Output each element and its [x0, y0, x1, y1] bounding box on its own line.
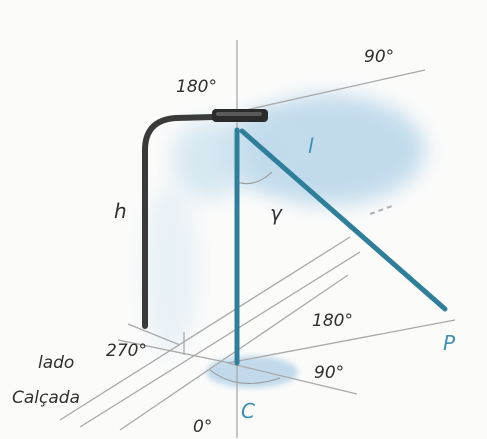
label-0: 0°	[193, 417, 212, 437]
diagram-labels: 180° 90° h γ l 180° 90° 270° 0° P C lado…	[12, 47, 456, 437]
lower-90-line	[227, 362, 358, 395]
label-top-90: 90°	[364, 47, 394, 67]
label-point-c: C	[241, 399, 255, 423]
base-line-2	[117, 339, 231, 364]
pole-arm	[142, 114, 217, 329]
label-270: 270°	[106, 341, 147, 361]
label-distance-l: l	[308, 134, 314, 158]
lower-azimuth-line	[227, 319, 456, 364]
distance-line-l	[239, 128, 448, 312]
base-line-1	[127, 323, 181, 346]
label-gamma: γ	[270, 201, 283, 225]
label-height-h: h	[114, 199, 127, 223]
angle-arcs	[209, 171, 281, 384]
label-bottom-90: 90°	[314, 363, 344, 383]
road-edge-line-3	[119, 274, 349, 431]
upper-azimuth-line	[245, 69, 426, 111]
label-point-p: P	[443, 331, 456, 355]
luminaire-highlight	[216, 112, 262, 116]
gamma-arc	[236, 171, 273, 185]
label-top-180: 180°	[176, 77, 217, 97]
lamp-pole	[142, 109, 268, 329]
road-center-mark	[369, 205, 393, 215]
measurement-lines	[234, 127, 448, 366]
base-arc	[209, 369, 281, 384]
guide-lines	[59, 40, 456, 438]
label-bottom-180: 180°	[312, 311, 353, 331]
label-side-lado: lado	[38, 353, 74, 373]
road-edge-line-1	[59, 236, 351, 421]
label-side-calcada: Calçada	[12, 388, 80, 408]
road-edge-line-2	[79, 251, 361, 428]
